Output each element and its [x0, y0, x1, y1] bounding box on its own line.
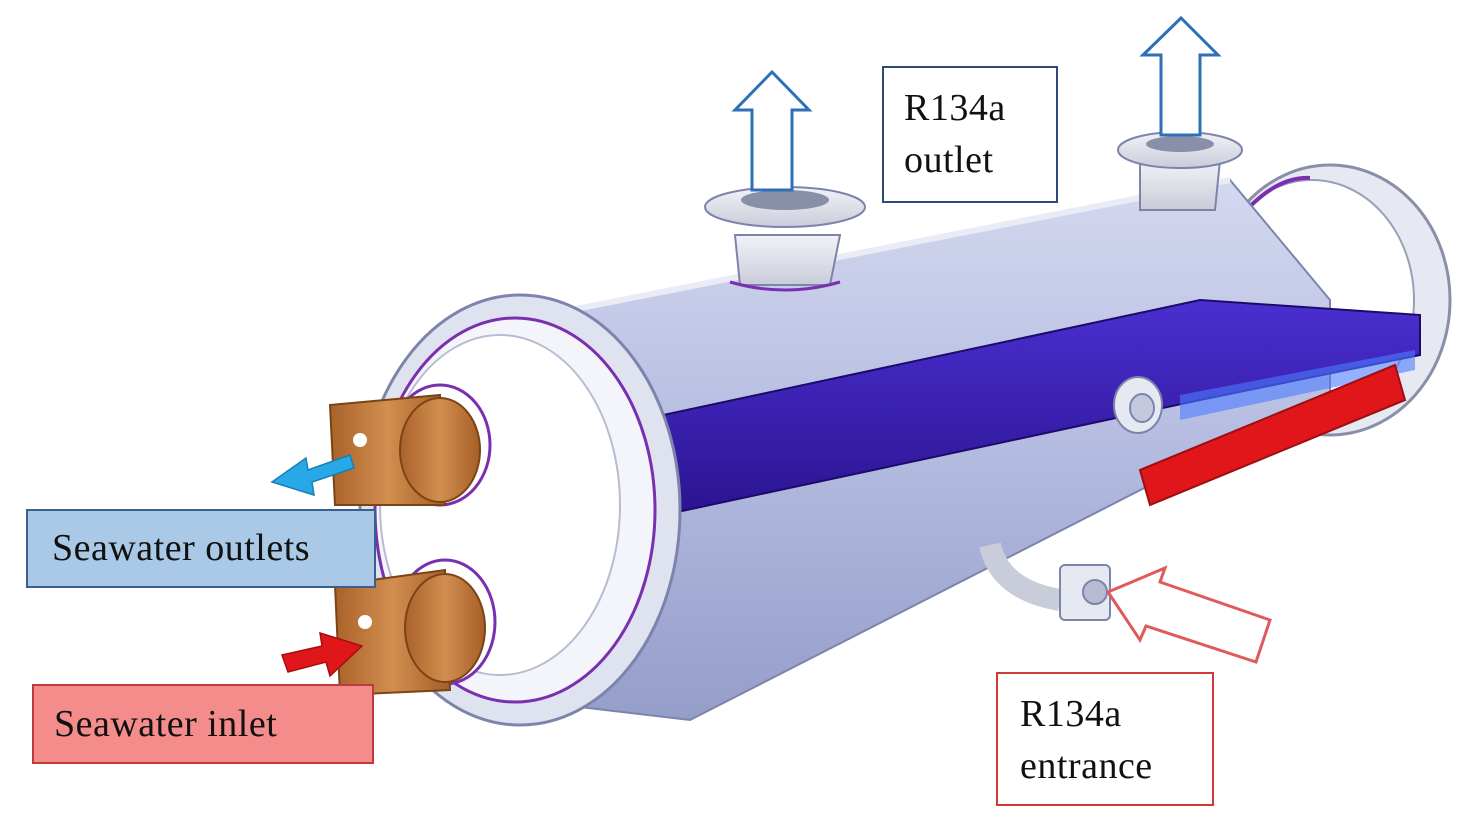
seawater-inlet-label: Seawater inlet [32, 684, 374, 764]
refrigerant-outlet-label: R134a outlet [882, 66, 1058, 203]
refrigerant-outlet-label-line1: R134a [904, 87, 1006, 129]
tube-bundle [639, 298, 1421, 522]
seawater-inlet-arrow [281, 631, 364, 678]
refrigerant-entrance-label: R134a entrance [996, 672, 1214, 806]
side-nozzle [1113, 376, 1163, 434]
refrigerant-outlet-arrow-left [731, 69, 813, 192]
refrigerant-entrance-label-line2: entrance [1020, 745, 1153, 787]
top-nozzle-right [1117, 131, 1243, 211]
seawater-inlet-nozzle [333, 558, 497, 697]
seawater-outlet-arrow [270, 454, 355, 497]
refrigerant-entrance-arrow [1105, 565, 1272, 664]
refrigerant-outlet-arrow-right [1139, 15, 1222, 137]
seawater-outlet-nozzle [328, 383, 492, 507]
refrigerant-entrance-label-line1: R134a [1020, 693, 1122, 735]
seawater-outlets-label: Seawater outlets [26, 509, 376, 588]
refrigerant-outlet-label-line2: outlet [904, 139, 994, 181]
top-nozzle-left [704, 186, 866, 292]
